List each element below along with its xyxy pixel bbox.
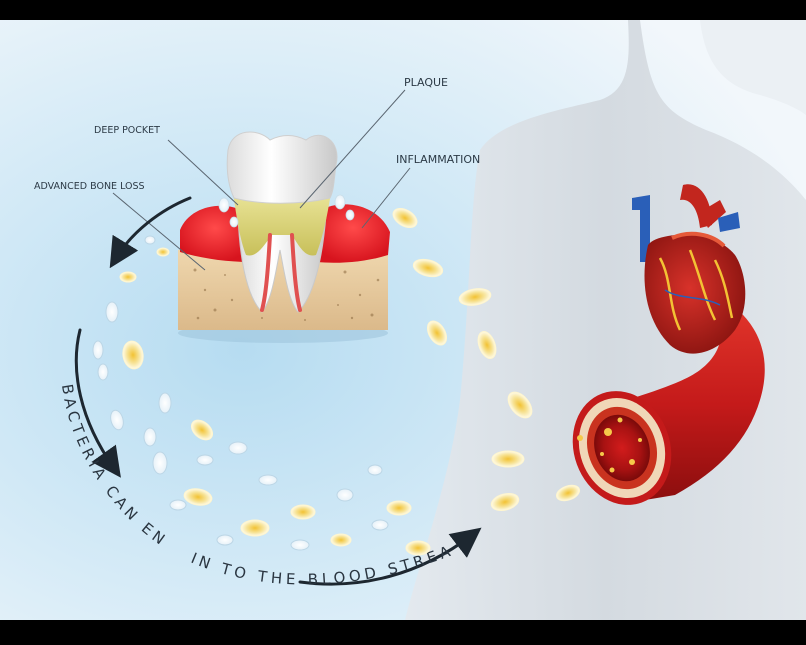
bacteria-icon xyxy=(169,499,187,511)
bacteria-icon xyxy=(156,247,170,257)
bacteria-icon xyxy=(336,488,354,502)
bacteria-icon xyxy=(143,427,157,447)
bacteria-icon xyxy=(97,363,109,381)
bacteria-icon xyxy=(330,533,352,547)
bacteria-icon xyxy=(190,419,214,441)
bone-texture xyxy=(193,268,380,321)
bacteria-icon xyxy=(119,271,137,283)
bacteria-icon xyxy=(555,484,581,502)
plaque-deposits xyxy=(577,417,642,473)
bacteria-icon xyxy=(183,488,213,506)
arrow-icon xyxy=(109,196,192,269)
bacteria-icon xyxy=(507,391,533,419)
bacteria-icon xyxy=(158,392,172,414)
label-advanced-bone-loss: ADVANCED BONE LOSS xyxy=(34,181,145,192)
bacteria-icon xyxy=(412,258,444,278)
bacteria-icon xyxy=(371,519,389,531)
bacteria-icon xyxy=(105,301,119,323)
bacteria-icon xyxy=(386,500,412,516)
bacteria-icon xyxy=(458,288,492,306)
heart-icon xyxy=(632,184,746,354)
bacteria-icon xyxy=(228,441,248,455)
bacteria-icon xyxy=(258,474,278,486)
bacteria-icon xyxy=(490,492,520,512)
bacteria-icon xyxy=(122,340,144,370)
artery-icon xyxy=(572,310,765,505)
bacteria-icon xyxy=(491,450,525,468)
label-plaque: PLAQUE xyxy=(404,76,448,89)
bacteria-icon xyxy=(152,451,168,475)
bacteria-icon xyxy=(196,454,214,466)
bacteria-icon xyxy=(392,208,418,228)
bacteria-icon xyxy=(92,340,104,360)
bacteria-icon xyxy=(290,539,310,551)
bacteria-icon xyxy=(144,235,156,245)
bacteria-icon xyxy=(216,534,234,546)
arrow-icon xyxy=(298,527,482,586)
label-leaders xyxy=(112,89,411,271)
tooth-icon xyxy=(178,131,390,343)
bacteria-icon xyxy=(427,320,447,346)
bacteria-icon xyxy=(290,504,316,520)
label-deep-pocket: DEEP POCKET xyxy=(94,125,160,136)
bacteria-icon xyxy=(110,409,124,431)
bacteria-icon xyxy=(240,519,270,537)
arrow-icon xyxy=(74,328,121,478)
bacteria-icon xyxy=(477,331,497,359)
bacteria-icon xyxy=(405,540,431,556)
label-inflammation: INFLAMMATION xyxy=(396,153,480,166)
bacteria-icon xyxy=(367,464,383,476)
